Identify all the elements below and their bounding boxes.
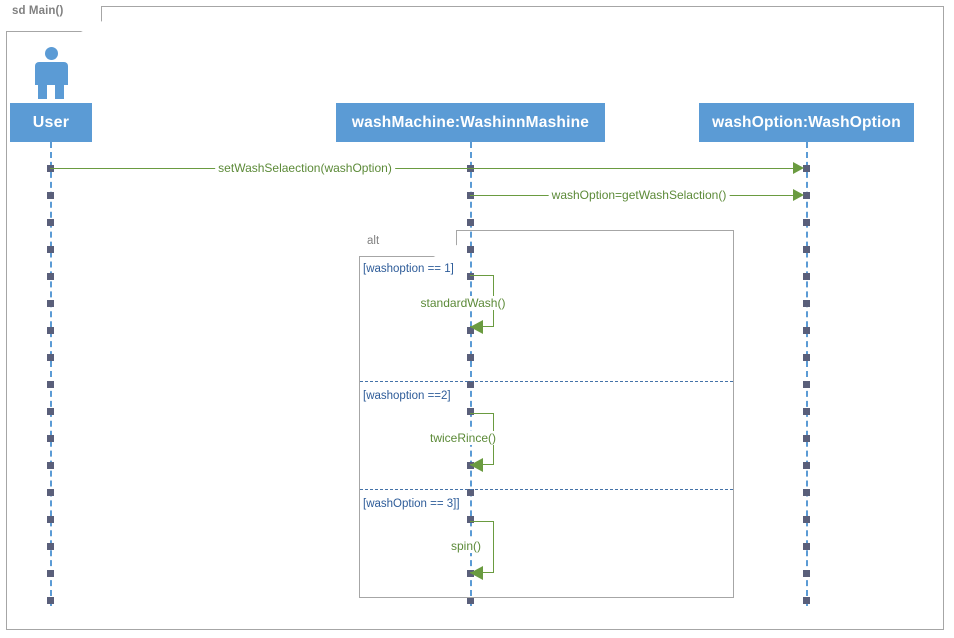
occurrence-marker (47, 327, 54, 334)
occurrence-marker (803, 219, 810, 226)
occurrence-marker (47, 354, 54, 361)
occurrence-marker (803, 354, 810, 361)
alt-operand-divider-1 (360, 381, 733, 382)
occurrence-marker (47, 192, 54, 199)
self-call-arrowhead-standardwash (470, 320, 483, 334)
occurrence-marker (803, 462, 810, 469)
sd-frame-label: sd Main() (12, 5, 64, 17)
occurrence-marker (803, 246, 810, 253)
occurrence-marker (467, 273, 474, 280)
occurrence-marker (803, 597, 810, 604)
occurrence-marker (47, 219, 54, 226)
occurrence-marker (803, 516, 810, 523)
occurrence-marker (803, 327, 810, 334)
occurrence-marker (47, 300, 54, 307)
occurrence-marker (47, 489, 54, 496)
occurrence-marker (47, 543, 54, 550)
occurrence-marker (803, 489, 810, 496)
alt-fragment-frame (359, 230, 734, 598)
occurrence-marker (467, 219, 474, 226)
occurrence-marker (803, 570, 810, 577)
alt-fragment-tab (359, 230, 457, 257)
message-line-setwashselaection[interactable] (50, 168, 798, 169)
actor-icon (27, 47, 75, 99)
self-call-label-spin: spin() (448, 539, 484, 553)
occurrence-marker (467, 489, 474, 496)
actor-leg-right-icon (55, 83, 64, 99)
occurrence-marker (47, 273, 54, 280)
occurrence-marker (803, 435, 810, 442)
alt-operand-divider-2 (360, 489, 733, 490)
occurrence-marker (47, 597, 54, 604)
occurrence-marker (47, 246, 54, 253)
self-call-label-standardwash: standardWash() (418, 296, 508, 310)
message-arrowhead-setwashselaection (793, 162, 804, 174)
actor-head-icon (45, 47, 58, 60)
occurrence-marker (803, 300, 810, 307)
occurrence-marker (47, 408, 54, 415)
message-label-getwashselaction: washOption=getWashSelaction() (548, 188, 730, 202)
lifeline-header-user[interactable]: User (10, 103, 92, 142)
occurrence-marker (467, 246, 474, 253)
occurrence-marker (467, 354, 474, 361)
alt-fragment-operator-label: alt (367, 235, 380, 247)
actor-torso-icon (35, 62, 68, 85)
lifeline-washoption (806, 142, 808, 606)
self-call-label-twicerince: twiceRince() (427, 431, 499, 445)
alt-guard-2: [washoption ==2] (363, 390, 451, 402)
occurrence-marker (47, 435, 54, 442)
occurrence-marker (47, 570, 54, 577)
occurrence-marker (803, 381, 810, 388)
occurrence-marker (47, 381, 54, 388)
occurrence-marker (467, 408, 474, 415)
occurrence-marker (803, 543, 810, 550)
occurrence-marker (47, 462, 54, 469)
occurrence-marker (467, 381, 474, 388)
lifeline-user (50, 142, 52, 606)
occurrence-marker (803, 192, 810, 199)
alt-guard-1: [washoption == 1] (363, 263, 454, 275)
lifeline-header-washmachine[interactable]: washMachine:WashinnMashine (336, 103, 605, 142)
occurrence-marker (467, 597, 474, 604)
occurrence-marker (803, 273, 810, 280)
occurrence-marker (467, 516, 474, 523)
occurrence-marker (47, 516, 54, 523)
sd-frame-tab (6, 6, 102, 32)
lifeline-washmachine (470, 142, 472, 606)
occurrence-marker (803, 165, 810, 172)
alt-guard-3: [washOption == 3]] (363, 498, 460, 510)
lifeline-header-washoption[interactable]: washOption:WashOption (699, 103, 914, 142)
occurrence-marker (803, 408, 810, 415)
message-label-setwashselaection: setWashSelaection(washOption) (215, 161, 395, 175)
actor-leg-left-icon (38, 83, 47, 99)
message-arrowhead-getwashselaction (793, 189, 804, 201)
sd-frame (6, 6, 944, 630)
self-call-arrowhead-twicerince (470, 458, 483, 472)
self-call-arrowhead-spin (470, 566, 483, 580)
